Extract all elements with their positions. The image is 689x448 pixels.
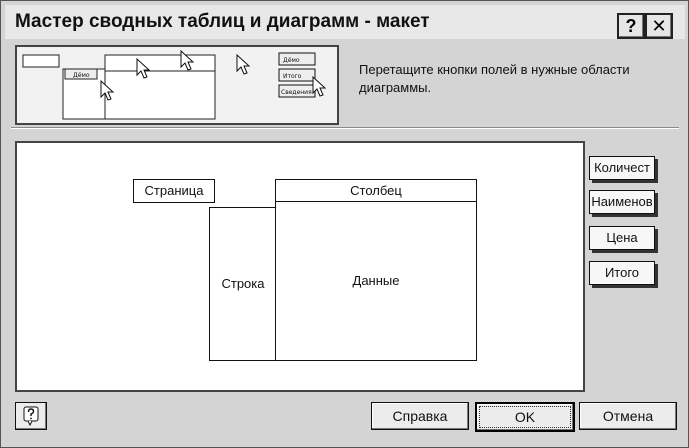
- layout-preview-illustration: Дёмо Дёмо Итого Сведения: [15, 45, 339, 125]
- help-button[interactable]: ?: [617, 13, 645, 39]
- help-bubble-icon: [23, 406, 39, 427]
- preview-drawing: Дёмо Дёмо Итого Сведения: [22, 49, 327, 120]
- cursor-icon: [100, 79, 115, 101]
- preview-field-button: [278, 68, 316, 82]
- window-title: Мастер сводных таблиц и диаграмм - макет: [15, 11, 430, 32]
- help-text-button[interactable]: Справка: [371, 402, 469, 430]
- cursor-icon: [236, 53, 251, 75]
- preview-label: Дёмо: [283, 57, 300, 64]
- preview-label: Сведения: [281, 89, 312, 96]
- row-drop-zone[interactable]: Строка: [209, 207, 277, 361]
- cancel-button[interactable]: Отмена: [579, 402, 677, 430]
- preview-label: Дёмо: [73, 72, 90, 79]
- field-button-price[interactable]: Цена: [589, 226, 655, 250]
- close-icon: ✕: [651, 16, 667, 36]
- question-icon: ?: [625, 16, 637, 36]
- field-button-name[interactable]: Наименов: [589, 190, 655, 214]
- preview-data-box: [104, 70, 216, 120]
- page-drop-zone[interactable]: Страница: [133, 179, 215, 203]
- preview-field-button: [278, 52, 316, 66]
- title-bar: Мастер сводных таблиц и диаграмм - макет…: [5, 5, 685, 39]
- preview-column-box: [104, 54, 216, 72]
- cursor-icon: [180, 49, 195, 71]
- cursor-icon: [312, 75, 327, 97]
- field-button-quantity[interactable]: Количест: [589, 156, 655, 180]
- column-drop-zone[interactable]: Столбец: [275, 179, 477, 203]
- instruction-text: Перетащите кнопки полей в нужные области…: [359, 62, 630, 95]
- assistant-help-button[interactable]: [15, 402, 47, 430]
- ok-button[interactable]: OK: [475, 402, 575, 432]
- pivot-layout-area[interactable]: Страница Столбец Строка Данные: [15, 141, 585, 392]
- cursor-icon: [136, 57, 151, 79]
- close-button[interactable]: ✕: [645, 13, 673, 39]
- field-button-total[interactable]: Итого: [589, 261, 655, 285]
- preview-label: Итого: [283, 73, 302, 80]
- preview-drag-button: [64, 68, 98, 80]
- preview-page-box: [22, 54, 60, 68]
- separator: [11, 127, 679, 129]
- data-drop-zone[interactable]: Данные: [275, 201, 477, 361]
